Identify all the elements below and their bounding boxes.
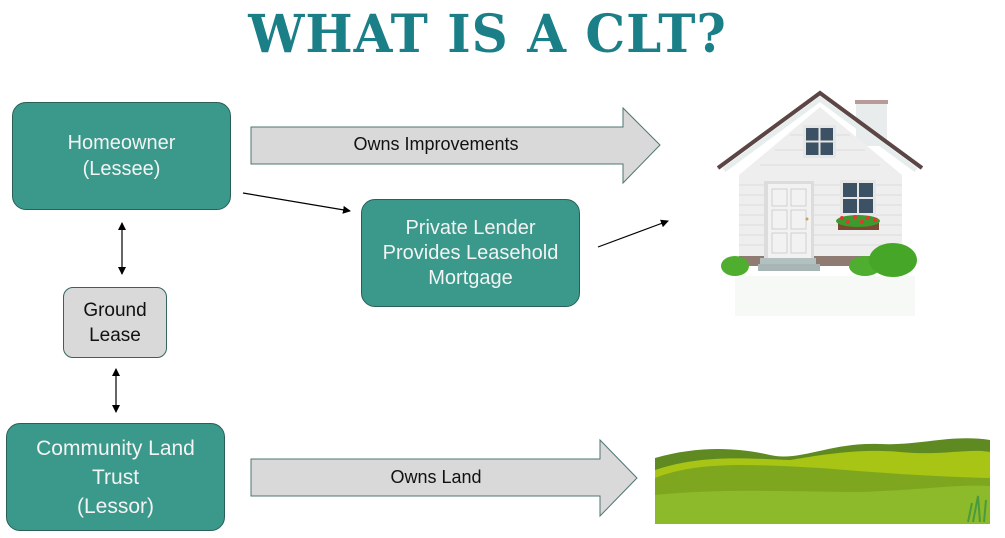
homeowner-lessee-node: Homeowner (Lessee) [12,102,231,210]
owns-land-arrow [250,438,638,518]
private-lender-node: Private Lender Provides Leasehold Mortga… [361,199,580,307]
green-hills-illustration [655,437,990,524]
house-illustration [716,90,924,316]
owns-improvements-label: Owns Improvements [353,134,519,154]
ground-lease-node: Ground Lease [63,287,167,358]
owns-improvements-arrow [250,106,661,185]
owns-land-label: Owns Land [390,467,482,487]
lender-to-house-connector [597,219,669,248]
page-title: WHAT IS A CLT? [248,2,727,65]
community-land-trust-node: Community Land Trust (Lessor) [6,423,225,531]
homeowner-to-lender-connector [242,192,351,214]
